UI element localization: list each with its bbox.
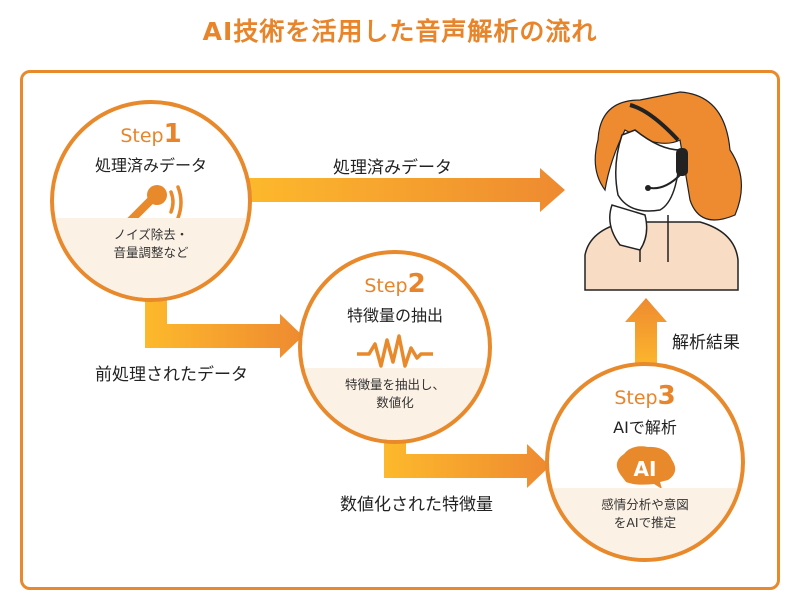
person-with-headset-illustration <box>584 91 743 291</box>
arrow-step3-to-person <box>625 298 667 370</box>
svg-text:AI: AI <box>634 457 657 481</box>
step1-title: 処理済みデータ <box>94 156 207 175</box>
diagram-title: AI技術を活用した音声解析の流れ <box>202 17 598 46</box>
arrow-to-person <box>245 168 565 212</box>
step1-description: ノイズ除去・音量調整など <box>54 218 248 298</box>
step1-heading: Step1 <box>120 119 182 149</box>
label-step2-to-step3: 数値化された特徴量 <box>340 495 493 515</box>
step2-circle: Step2 特徴量の抽出 特徴量を抽出し、数値化 <box>298 250 492 444</box>
step2-title: 特徴量の抽出 <box>346 306 443 325</box>
step2-heading: Step2 <box>364 269 426 299</box>
step1-circle: Step1 処理済みデータ ノイズ除去・音量調整など <box>50 100 252 302</box>
arrow-step2-to-step3 <box>384 430 550 488</box>
step3-circle: Step3 AIで解析 AI 感情分析や意図をAIで推定 <box>545 362 745 562</box>
waveform-icon <box>357 334 433 368</box>
diagram-frame <box>20 70 780 590</box>
label-step3-to-person: 解析結果 <box>672 333 740 353</box>
step3-heading: Step3 <box>614 381 676 411</box>
ai-brain-icon: AI <box>616 446 676 489</box>
step3-description: 感情分析や意図をAIで推定 <box>549 488 741 558</box>
step3-title: AIで解析 <box>613 418 677 437</box>
arrow-step1-to-step2 <box>145 295 303 358</box>
step2-description: 特徴量を抽出し、数値化 <box>302 368 488 440</box>
label-to-person: 処理済みデータ <box>333 158 452 178</box>
label-step1-to-step2: 前処理されたデータ <box>95 365 248 385</box>
